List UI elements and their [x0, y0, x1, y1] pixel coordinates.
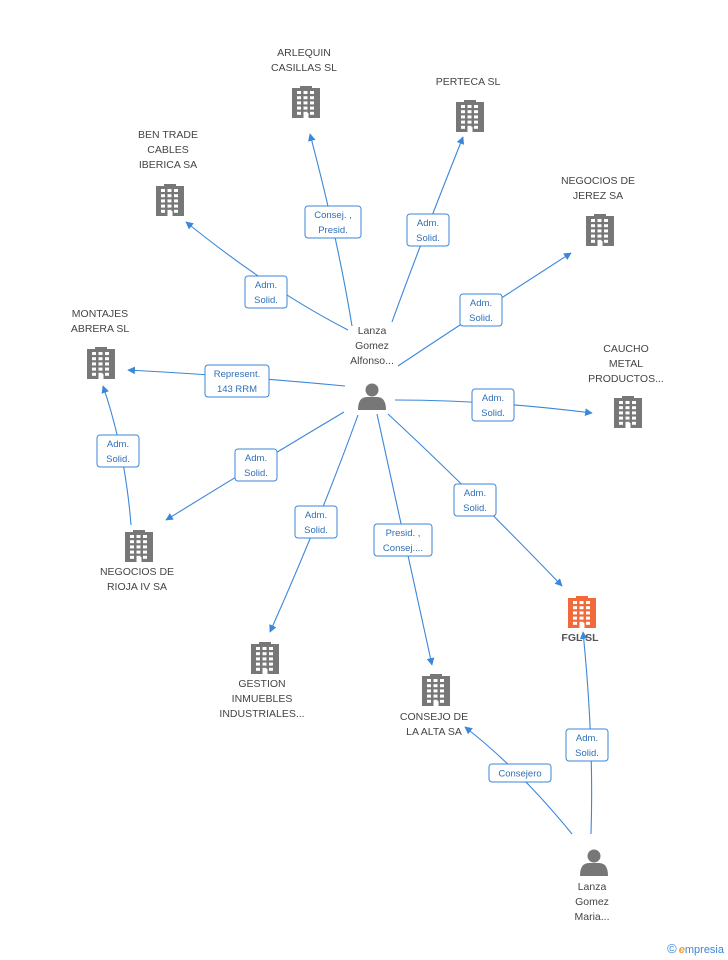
svg-text:143 RRM: 143 RRM	[217, 384, 257, 395]
copyright-icon: ©	[667, 941, 677, 956]
svg-text:Adm.: Adm.	[245, 453, 267, 464]
svg-text:Solid.: Solid.	[106, 454, 130, 465]
svg-text:Solid.: Solid.	[244, 468, 268, 479]
node-perteca[interactable]: PERTECA SL	[436, 76, 501, 132]
svg-text:Adm.: Adm.	[417, 218, 439, 229]
svg-text:Presid. ,: Presid. ,	[386, 528, 421, 539]
caucho-building-icon	[614, 396, 642, 428]
edge-label-center-fgl[interactable]: Adm. Solid.	[453, 483, 497, 517]
gestion-building-icon	[251, 642, 279, 674]
node-fgl[interactable]: FGL SL	[561, 596, 599, 644]
svg-text:Solid.: Solid.	[481, 408, 505, 419]
node-label-fgl: FGL SL	[561, 632, 599, 644]
edge-label-center-perteca[interactable]: Adm. Solid.	[406, 213, 450, 247]
edge-label-center-caucho[interactable]: Adm. Solid.	[471, 388, 515, 422]
edge-label-rioja-montajes[interactable]: Adm. Solid.	[96, 434, 140, 468]
svg-text:Presid.: Presid.	[318, 225, 348, 236]
svg-text:Solid.: Solid.	[575, 748, 599, 759]
rioja-building-icon	[125, 530, 153, 562]
montajes-building-icon	[87, 347, 115, 379]
svg-text:Consejero: Consejero	[498, 769, 541, 780]
svg-text:Solid.: Solid.	[304, 525, 328, 536]
brand-logo: ©empresia	[667, 941, 724, 956]
edge-label-maria-consejo[interactable]: Consejero	[488, 763, 552, 783]
fgl-building-icon	[568, 596, 596, 628]
edge-label-center-consejo[interactable]: Presid. , Consej....	[373, 523, 433, 557]
edge-label-center-rioja[interactable]: Adm. Solid.	[234, 448, 278, 482]
center-person-icon	[358, 383, 386, 410]
maria-person-icon	[580, 849, 608, 876]
jerez-building-icon	[586, 214, 614, 246]
consejo-building-icon	[422, 674, 450, 706]
edge-label-center-gestion[interactable]: Adm. Solid.	[294, 505, 338, 539]
perteca-building-icon	[456, 100, 484, 132]
edge-label-maria-fgl[interactable]: Adm. Solid.	[565, 728, 609, 762]
bentrade-building-icon	[156, 184, 184, 216]
node-label-perteca: PERTECA SL	[436, 76, 501, 88]
arlequin-building-icon	[292, 86, 320, 118]
edge-label-center-bentrade[interactable]: Adm. Solid.	[244, 275, 288, 309]
svg-text:Adm.: Adm.	[255, 280, 277, 291]
svg-text:Adm.: Adm.	[470, 298, 492, 309]
svg-text:Solid.: Solid.	[463, 503, 487, 514]
svg-text:Solid.: Solid.	[254, 295, 278, 306]
edge-label-center-arlequin[interactable]: Consej. , Presid.	[304, 205, 362, 239]
svg-text:Solid.: Solid.	[469, 313, 493, 324]
svg-text:Adm.: Adm.	[576, 733, 598, 744]
svg-text:Adm.: Adm.	[464, 488, 486, 499]
svg-text:Adm.: Adm.	[482, 393, 504, 404]
svg-text:Adm.: Adm.	[107, 439, 129, 450]
svg-text:Adm.: Adm.	[305, 510, 327, 521]
svg-text:Solid.: Solid.	[416, 233, 440, 244]
edge-label-center-jerez[interactable]: Adm. Solid.	[459, 293, 503, 327]
svg-text:Consej....: Consej....	[383, 543, 423, 554]
edge-label-center-montajes[interactable]: Represent. 143 RRM	[204, 364, 270, 398]
svg-text:Represent.: Represent.	[214, 369, 260, 380]
svg-text:Consej. ,: Consej. ,	[314, 210, 352, 221]
